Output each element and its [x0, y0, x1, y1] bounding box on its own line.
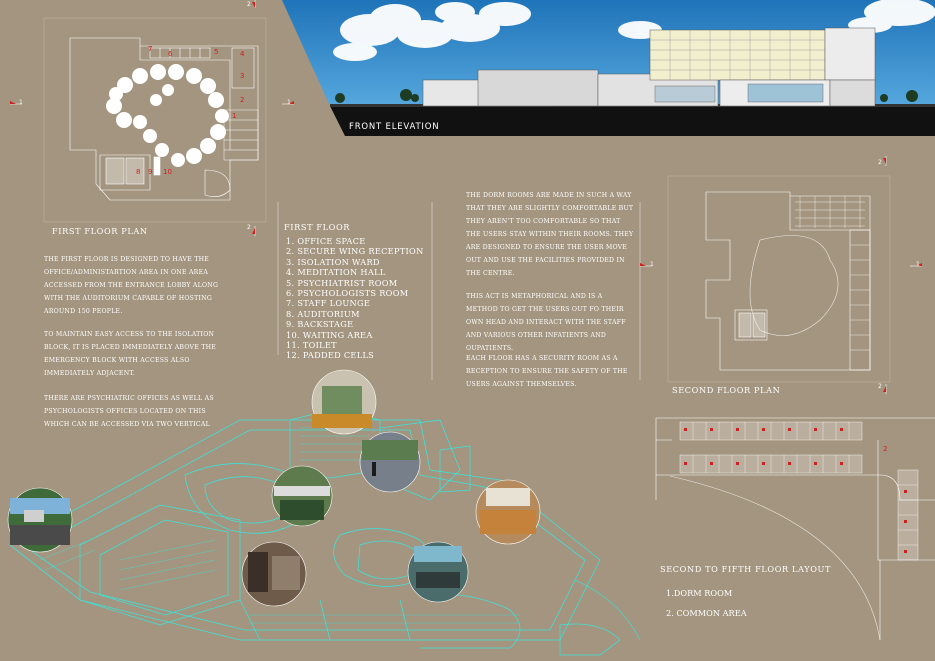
legend-item: 1. OFFICE SPACE — [286, 236, 366, 246]
room-number: 2 — [883, 445, 888, 453]
photo-reception — [407, 541, 469, 603]
legend-item: 8. AUDITORIUM — [286, 308, 360, 319]
typical-floor-layout-drawing — [655, 417, 935, 641]
room-number: 4 — [240, 50, 245, 58]
photo-courtyard — [271, 465, 333, 527]
legend-item: 2. SECURE WING RECEPTION — [286, 246, 424, 257]
section-markers-second-floor — [640, 156, 922, 394]
legend-item: 1.DORM ROOM — [666, 588, 733, 598]
legend-item: 11. TOILET — [286, 340, 337, 351]
photo-corridor — [359, 431, 421, 493]
dorm-paragraph-1: The dorm rooms are made in such a way th… — [466, 192, 634, 277]
room-number: 6 — [168, 50, 173, 58]
legend-item: 5. PSYCHIATRIST ROOM — [286, 277, 398, 288]
first-floor-paragraph-2: To maintain easy access to the isolation… — [44, 331, 217, 377]
room-number: 5 — [214, 48, 219, 56]
first-floor-room-numbers: 6 7 4 3 5 2 1 8 9 10 — [0, 0, 300, 240]
divider-lines — [277, 202, 641, 380]
legend-item: 2. COMMON AREA — [666, 608, 747, 618]
section-mark-labels: 1 1 2 2 1 1 2 2 — [19, 1, 920, 390]
front-elevation-render — [282, 0, 935, 136]
legend-item: 4. MEDITATION HALL — [286, 267, 386, 278]
second-floor-plan-drawing — [667, 175, 891, 383]
legend-item: 7. STAFF LOUNGE — [286, 298, 371, 309]
dorm-paragraph-3: Each floor has a security room as a rece… — [466, 355, 628, 388]
legend-item: 9. BACKSTAGE — [286, 319, 354, 330]
render-photo-circles — [7, 369, 541, 607]
room-number: 10 — [163, 168, 172, 176]
first-floor-paragraph-1: The first floor is designed to have the … — [44, 256, 219, 315]
section-mark: 1 — [916, 261, 920, 268]
room-number: 3 — [240, 72, 245, 80]
legend-item: 3. ISOLATION WARD — [286, 256, 380, 267]
axonometric-wireframe — [9, 409, 641, 656]
first-floor-paragraph-3: There are psychiatric offices as well as… — [44, 395, 214, 428]
section-mark: 1 — [287, 99, 291, 106]
photo-office — [475, 479, 541, 545]
legend-item: 10. WAITING AREA — [286, 329, 373, 340]
section-mark: 1 — [19, 99, 23, 106]
photo-exterior — [7, 487, 73, 553]
section-mark: 1 — [650, 261, 654, 268]
second-floor-plan-title: SECOND FLOOR PLAN — [672, 385, 781, 395]
room-number: 9 — [148, 168, 153, 176]
typical-floor-title: SECOND TO FIFTH FLOOR LAYOUT — [660, 564, 832, 574]
room-number: 8 — [136, 168, 141, 176]
legend-item: 6. PSYCHOLOGISTS ROOM — [286, 288, 409, 299]
first-floor-legend-heading: FIRST FLOOR — [284, 222, 351, 232]
section-mark: 2 — [878, 383, 882, 390]
first-floor-legend: 1. OFFICE SPACE 2. SECURE WING RECEPTION… — [286, 236, 424, 361]
typical-floor-legend: 1.DORM ROOM 2. COMMON AREA — [666, 578, 747, 628]
room-number: 2 — [240, 96, 245, 104]
photo-isolation-room — [311, 369, 377, 435]
front-elevation-label: FRONT ELEVATION — [349, 122, 440, 132]
first-floor-plan-drawing — [43, 17, 267, 223]
section-markers-first-floor — [10, 0, 294, 236]
first-floor-plan-title: FIRST FLOOR PLAN — [52, 226, 148, 236]
room-number: 1 — [232, 112, 237, 120]
dorm-paragraph-2: This act is metaphorical and is a method… — [466, 293, 626, 352]
room-number: 7 — [148, 45, 153, 53]
legend-item: 12. PADDED CELLS — [286, 350, 375, 361]
section-mark: 2 — [247, 224, 251, 231]
section-mark: 2 — [878, 159, 882, 166]
section-mark: 2 — [247, 1, 251, 8]
photo-library — [241, 541, 307, 607]
